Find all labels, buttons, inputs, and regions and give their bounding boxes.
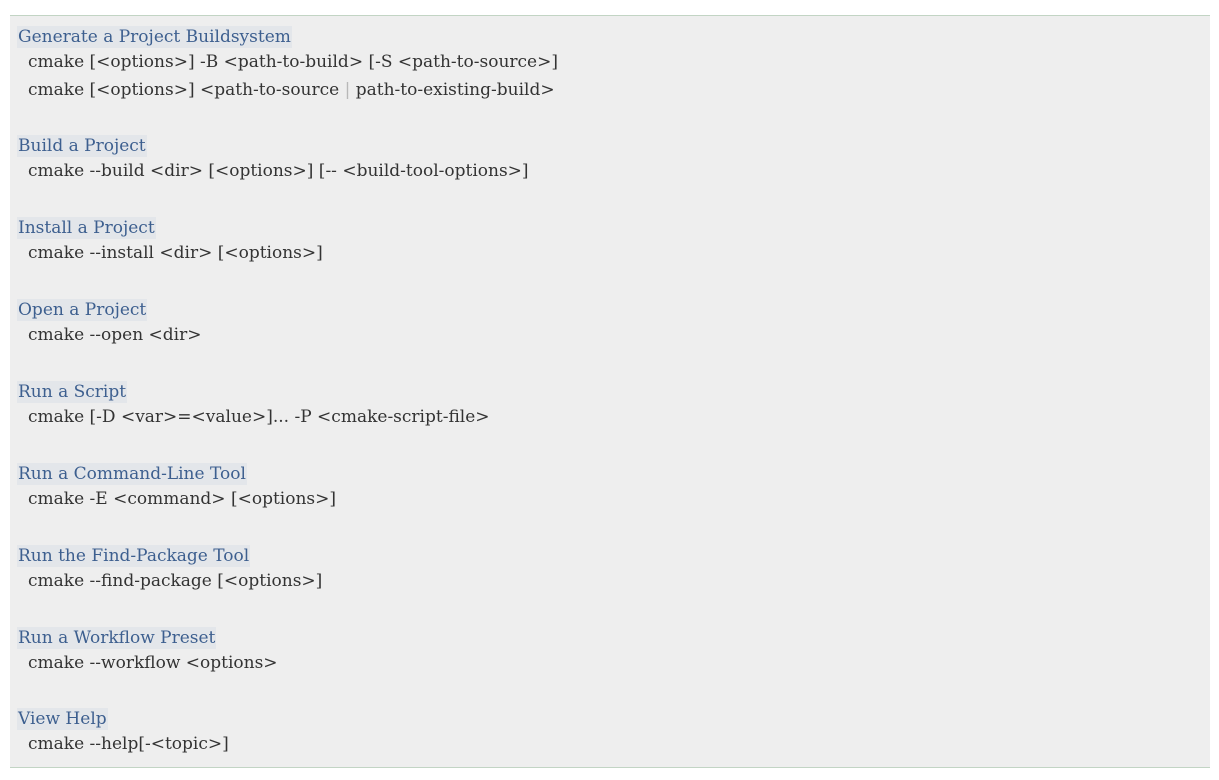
command-line: cmake --build <dir> [<options>] [-- <bui… [28,161,529,181]
section-workflow: Run a Workflow Preset cmake --workflow <… [17,627,278,677]
command-line: cmake --workflow <options> [28,653,278,673]
command-line: cmake --find-package [<options>] [28,571,323,591]
heading-build-link[interactable]: Build a Project [17,135,147,157]
section-find-package: Run the Find-Package Tool cmake --find-p… [17,545,322,595]
heading-command-line-tool-link[interactable]: Run a Command-Line Tool [17,463,247,485]
heading-find-package-link[interactable]: Run the Find-Package Tool [17,545,251,567]
section-generate: Generate a Project Buildsystem cmake [<o… [17,26,558,104]
command-line: cmake [-D <var>=<value>]... -P <cmake-sc… [28,407,490,427]
heading-open-link[interactable]: Open a Project [17,299,148,321]
heading-generate-link[interactable]: Generate a Project Buildsystem [17,26,292,48]
command-line: cmake [<options>] -B <path-to-build> [-S… [28,52,558,72]
command-line: cmake -E <command> [<options>] [28,489,337,509]
section-command-line-tool: Run a Command-Line Tool cmake -E <comman… [17,463,336,513]
section-script: Run a Script cmake [-D <var>=<value>]...… [17,381,490,431]
section-build: Build a Project cmake --build <dir> [<op… [17,135,529,185]
heading-install-link[interactable]: Install a Project [17,217,156,239]
command-line: cmake --open <dir> [28,325,202,345]
command-line: cmake --help[-<topic>] [28,734,229,754]
command-text: path-to-existing-build> [350,80,555,100]
command-text: cmake [<options>] <path-to-source [28,80,345,100]
heading-script-link[interactable]: Run a Script [17,381,128,403]
heading-help-link[interactable]: View Help [17,708,108,730]
code-block: Generate a Project Buildsystem cmake [<o… [10,15,1210,768]
command-line: cmake --install <dir> [<options>] [28,243,323,263]
section-open: Open a Project cmake --open <dir> [17,299,202,349]
section-install: Install a Project cmake --install <dir> … [17,217,323,267]
section-help: View Help cmake --help[-<topic>] [17,708,229,758]
separator: | [344,80,351,100]
heading-workflow-link[interactable]: Run a Workflow Preset [17,627,217,649]
command-line: cmake [<options>] <path-to-source | path… [28,76,558,104]
